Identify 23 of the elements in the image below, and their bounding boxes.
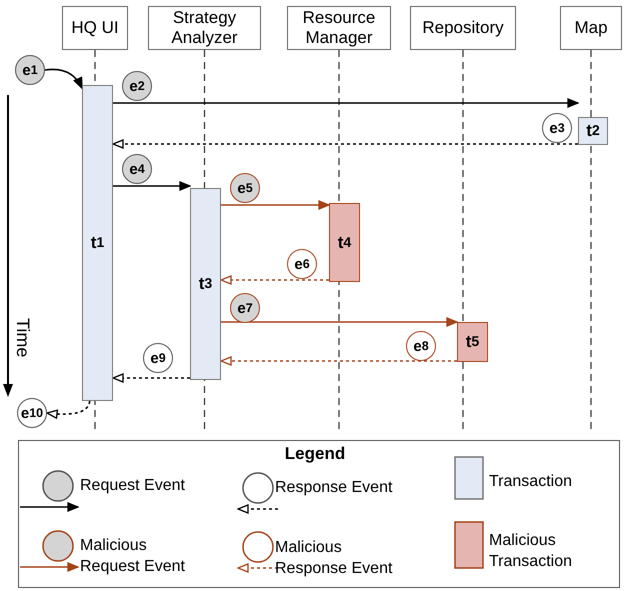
arrow [220, 356, 457, 366]
arrow [113, 181, 191, 191]
lifeline-header: HQ UI [62, 6, 128, 50]
lifeline-header: Strategy Analyzer [148, 6, 261, 50]
legend-label: Request Event [80, 476, 186, 496]
arrow [220, 275, 329, 285]
arrow [46, 400, 91, 419]
lifeline-header: Map [560, 6, 622, 50]
legend-label: Malicious Response Event [275, 538, 394, 579]
legend-label: Transaction [489, 472, 573, 492]
legend-label: Malicious Request Event [80, 536, 186, 577]
arrow [44, 68, 83, 89]
legend-title: Legend [284, 443, 346, 464]
lifeline-header: Resource Manager [287, 6, 391, 50]
legend-label: Response Event [275, 478, 394, 498]
legend-label: Malicious Transaction [489, 531, 573, 572]
arrow [221, 200, 330, 210]
arrow [113, 98, 579, 108]
lifeline-header: Repository [410, 6, 516, 50]
arrow [112, 139, 578, 149]
axis-label: Time [12, 318, 33, 358]
arrow [112, 373, 190, 383]
arrow [221, 317, 458, 327]
